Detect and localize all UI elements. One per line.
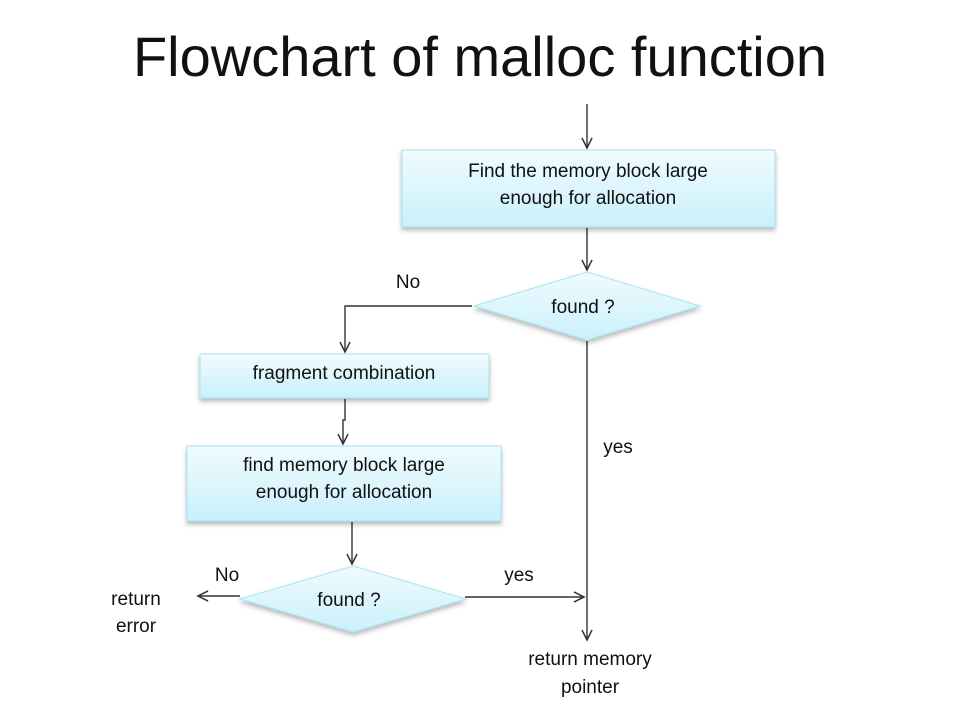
- arrow-found-1-no-to-fragment: [345, 305, 472, 352]
- find-block-2-line-2: enough for allocation: [256, 482, 432, 503]
- return-pointer-line-1: return memory: [528, 649, 652, 670]
- found-2-yes-label: yes: [504, 565, 534, 586]
- found-1-yes-label: yes: [603, 437, 633, 458]
- arrow-fragment-to-find-2: [343, 399, 345, 444]
- terminal-return-pointer: return memory pointer: [528, 649, 652, 698]
- find-block-2-line-1: find memory block large: [243, 455, 445, 476]
- found-2-label: found ?: [317, 590, 380, 611]
- found-1-label: found ?: [551, 297, 614, 318]
- connectors: [198, 104, 587, 640]
- found-1-no-label: No: [396, 272, 420, 293]
- return-pointer-line-2: pointer: [561, 677, 620, 698]
- slide-title: Flowchart of malloc function: [132, 25, 828, 88]
- fragment-label: fragment combination: [253, 363, 436, 384]
- find-block-line-2: enough for allocation: [500, 188, 676, 209]
- found-2-no-label: No: [215, 565, 239, 586]
- decision-found-1: found ?: [472, 271, 702, 341]
- return-error-line-2: error: [116, 616, 157, 637]
- return-error-line-1: return: [111, 589, 161, 610]
- process-fragment-combination: fragment combination: [199, 353, 490, 399]
- process-find-block-2: find memory block large enough for alloc…: [186, 445, 502, 522]
- terminal-return-error: return error: [111, 589, 161, 637]
- decision-found-2: found ?: [238, 565, 468, 633]
- process-find-block: Find the memory block large enough for a…: [401, 149, 776, 228]
- find-block-line-1: Find the memory block large: [468, 161, 708, 182]
